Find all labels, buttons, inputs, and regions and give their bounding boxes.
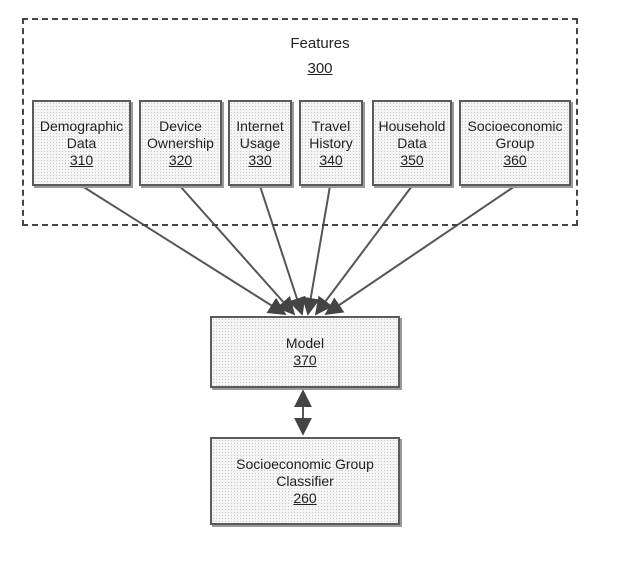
feature-travel-history: Travel History 340	[299, 100, 363, 186]
feature-device-ownership: Device Ownership 320	[139, 100, 222, 186]
model-ref: 370	[293, 352, 317, 368]
classifier-node: Socioeconomic Group Classifier 260	[210, 437, 400, 525]
feature-label-line: Socioeconomic	[467, 117, 563, 134]
model-node: Model 370	[210, 316, 400, 388]
feature-label-line: Group	[495, 134, 535, 151]
features-title: Features	[290, 35, 350, 52]
feature-household-data: Household Data 350	[372, 100, 452, 186]
feature-label-line: Data	[66, 134, 97, 151]
feature-label-line: History	[309, 134, 353, 151]
features-group-frame	[22, 18, 578, 226]
edge-internet-to-model	[259, 185, 306, 316]
features-ref: 300	[307, 60, 333, 77]
feature-socioeconomic-group: Socioeconomic Group 360	[459, 100, 571, 186]
feature-label-line: Internet	[236, 117, 284, 134]
edge-demographic-to-model	[81, 185, 287, 315]
feature-ref: 360	[503, 151, 527, 168]
feature-label-line: Device	[159, 117, 202, 134]
feature-label-line: Ownership	[147, 134, 214, 151]
feature-ref: 320	[168, 151, 193, 168]
edge-device-to-model	[179, 185, 296, 316]
feature-ref: 330	[248, 151, 272, 168]
feature-label-line: Household	[378, 117, 446, 134]
classifier-label-line: Classifier	[276, 472, 334, 489]
feature-internet-usage: Internet Usage 330	[228, 100, 292, 186]
edge-household-to-model	[314, 185, 413, 316]
edge-travel-to-model	[301, 185, 331, 316]
classifier-label-line: Socioeconomic Group	[236, 455, 374, 472]
edge-socio-to-model	[324, 185, 516, 316]
model-label: Model	[285, 335, 325, 351]
feature-label-line: Data	[397, 134, 427, 151]
feature-demographic-data: Demographic Data 310	[32, 100, 131, 186]
feature-label-line: Travel	[311, 117, 351, 134]
feature-ref: 340	[319, 151, 343, 168]
feature-label-line: Demographic	[39, 117, 124, 134]
classifier-ref: 260	[293, 489, 317, 506]
feature-ref: 310	[69, 151, 94, 168]
feature-ref: 350	[400, 151, 424, 168]
feature-label-line: Usage	[239, 134, 281, 151]
